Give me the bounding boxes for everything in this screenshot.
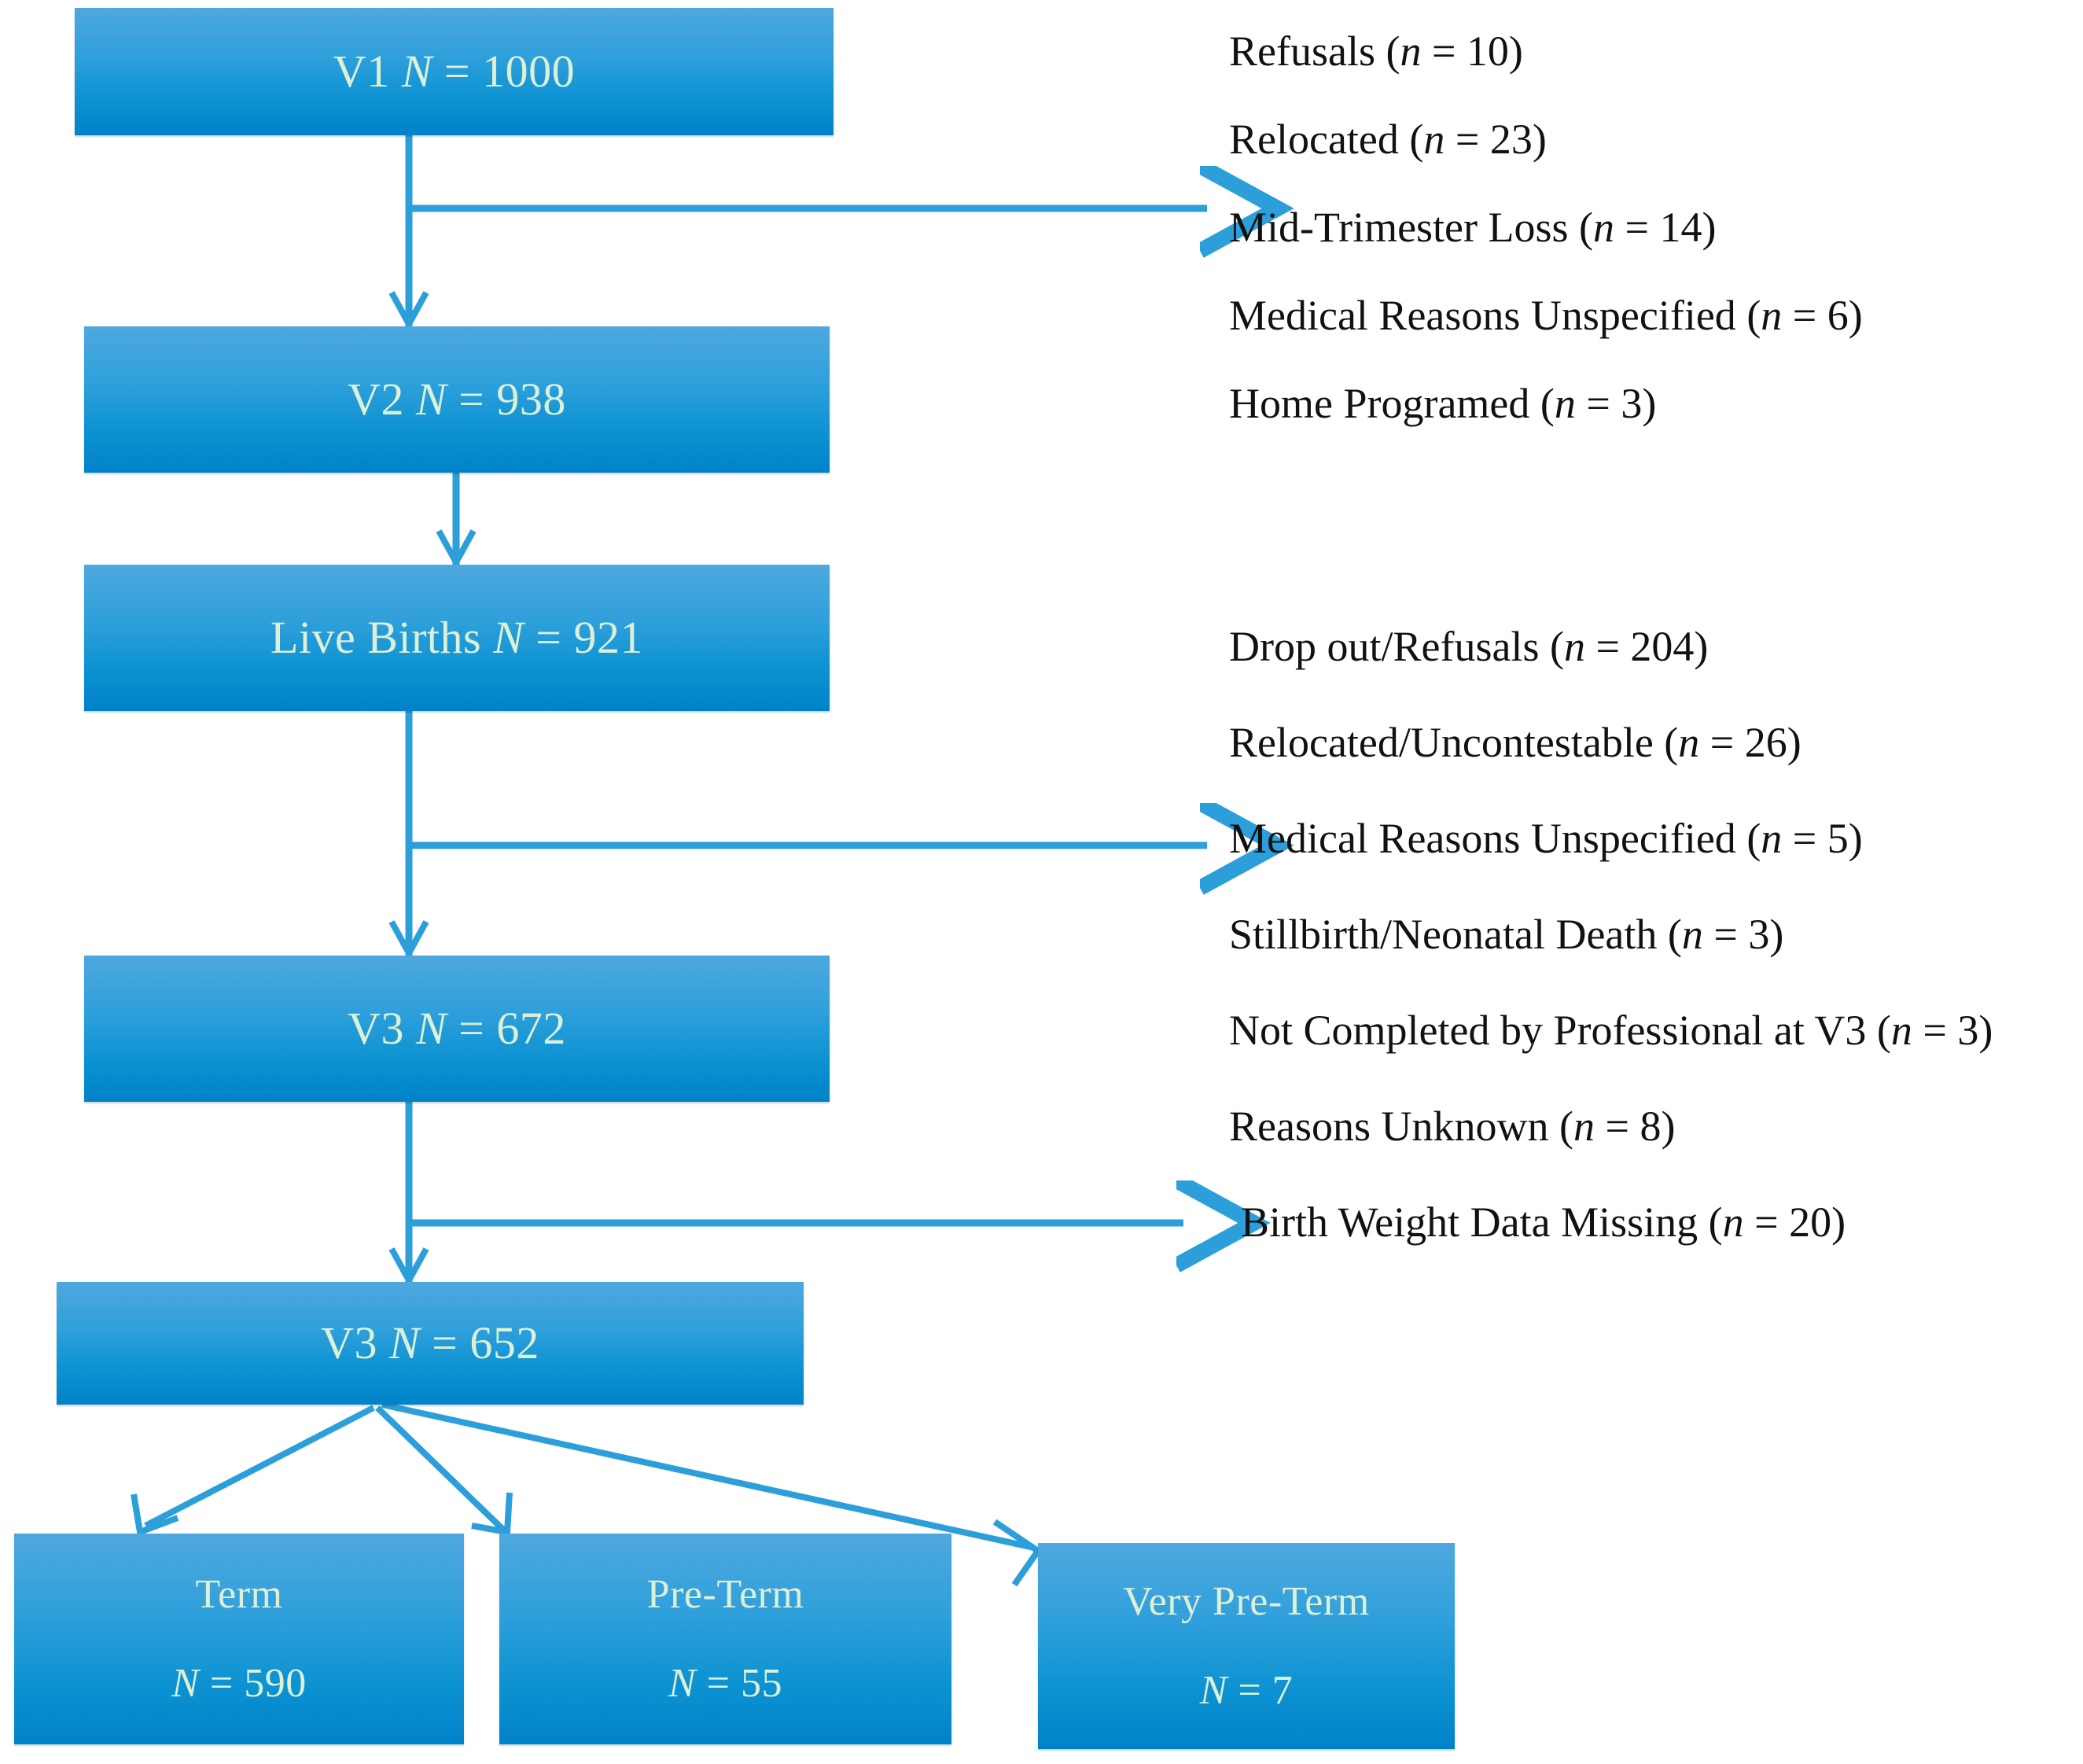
attrition-line-reasons-unknown: Reasons Unknown (n = 8) xyxy=(1229,1103,1676,1150)
attrition-line-relocated-uncontestable: Relocated/Uncontestable (n = 26) xyxy=(1229,719,1801,766)
node-very-pre-term-count: N = 7 xyxy=(1199,1668,1294,1713)
attrition-line-refusals: Refusals (n = 10) xyxy=(1229,28,1523,75)
arrowhead-term xyxy=(131,1493,179,1537)
wire-to-term xyxy=(144,1405,375,1529)
node-v1-text: V1 N = 1000 xyxy=(333,45,576,97)
node-live-births-text: Live Births N = 921 xyxy=(270,611,643,663)
node-v3-pre[interactable]: V3 N = 672 xyxy=(84,956,830,1102)
node-term-label: Term xyxy=(195,1571,283,1617)
node-pre-term[interactable]: Pre-Term N = 55 xyxy=(499,1534,951,1744)
attrition-line-stillbirth-neonatal-death: Stillbirth/Neonatal Death (n = 3) xyxy=(1229,911,1784,958)
arrowhead-livebirths xyxy=(436,529,477,569)
arrowhead-v2 xyxy=(388,291,429,331)
attrition-line-relocated: Relocated (n = 23) xyxy=(1229,116,1547,163)
attrition-line-home-programed: Home Programed (n = 3) xyxy=(1229,380,1657,427)
attrition-line-medical-reasons-unspecified-2: Medical Reasons Unspecified (n = 5) xyxy=(1229,815,1863,862)
wire-to-preterm xyxy=(375,1405,506,1532)
node-v3-post-text: V3 N = 652 xyxy=(321,1317,539,1368)
node-very-pre-term[interactable]: Very Pre-Term N = 7 xyxy=(1038,1543,1455,1749)
attrition-line-mid-trimester-loss: Mid-Trimester Loss (n = 14) xyxy=(1229,204,1717,251)
node-v3-pre-text: V3 N = 672 xyxy=(348,1002,566,1054)
attrition-line-birth-weight-data-missing: Birth Weight Data Missing (n = 20) xyxy=(1241,1199,1846,1246)
node-live-births[interactable]: Live Births N = 921 xyxy=(84,565,830,711)
node-pre-term-label: Pre-Term xyxy=(646,1571,804,1617)
arrowhead-verypreterm xyxy=(992,1519,1043,1587)
node-v2[interactable]: V2 N = 938 xyxy=(84,326,830,473)
node-v3-post[interactable]: V3 N = 652 xyxy=(57,1282,804,1405)
attrition-line-drop-out-refusals: Drop out/Refusals (n = 204) xyxy=(1229,623,1709,670)
arrowhead-preterm xyxy=(471,1492,513,1536)
arrowhead-v3-pre xyxy=(388,920,429,960)
node-v1[interactable]: V1 N = 1000 xyxy=(75,8,834,135)
node-term[interactable]: Term N = 590 xyxy=(14,1534,464,1744)
node-term-count: N = 590 xyxy=(171,1661,307,1706)
arrowhead-v3-post xyxy=(388,1247,429,1287)
wire-to-verypreterm xyxy=(381,1401,1035,1551)
node-v2-text: V2 N = 938 xyxy=(348,373,566,425)
attrition-line-not-completed-by-professional: Not Completed by Professional at V3 (n =… xyxy=(1229,1007,1993,1054)
node-very-pre-term-label: Very Pre-Term xyxy=(1123,1578,1370,1624)
node-pre-term-count: N = 55 xyxy=(668,1661,782,1706)
attrition-line-medical-reasons-unspecified-1: Medical Reasons Unspecified (n = 6) xyxy=(1229,292,1863,339)
